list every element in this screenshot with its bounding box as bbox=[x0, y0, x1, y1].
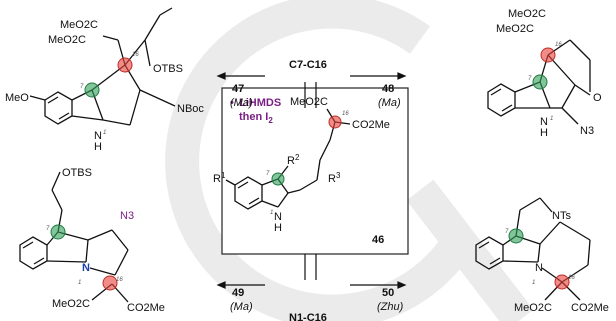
bl-n: N bbox=[82, 262, 90, 274]
bl-otbs: OTBS bbox=[62, 167, 92, 179]
center-loc16: 16 bbox=[342, 111, 349, 117]
route-top-right-author: (Ma) bbox=[378, 97, 401, 109]
bl-co2me: CO2Me bbox=[127, 302, 165, 314]
route-bottom-right-num: 50 bbox=[382, 287, 394, 299]
route-top-right-num: 48 bbox=[382, 83, 394, 95]
route-bottom-left-num: 49 bbox=[232, 287, 244, 299]
bl-loc16: 16 bbox=[116, 277, 123, 283]
br-nts: NTs bbox=[552, 210, 571, 222]
route-top-left-num: 47 bbox=[232, 83, 244, 95]
reagent-line1: LiHMDS bbox=[239, 97, 281, 109]
br-marker-c7 bbox=[508, 228, 524, 244]
center-nh: N bbox=[274, 211, 282, 223]
tl-nh: N bbox=[94, 130, 102, 142]
center-compound-number: 46 bbox=[372, 234, 384, 246]
br-loc7: 7 bbox=[505, 229, 509, 235]
bottom-arrows bbox=[216, 254, 407, 289]
tl-meo: MeO bbox=[5, 92, 29, 104]
br-meo2c: MeO2C bbox=[514, 302, 552, 314]
bl-loc1: 1 bbox=[78, 280, 81, 286]
tl-loc7: 7 bbox=[80, 84, 84, 90]
center-loc1: 1 bbox=[270, 210, 273, 216]
tr-loc7: 7 bbox=[528, 76, 532, 82]
tr-structure bbox=[487, 39, 591, 125]
tr-h: H bbox=[540, 127, 548, 139]
tl-loc16: 16 bbox=[132, 52, 139, 58]
tr-loc16: 16 bbox=[555, 42, 562, 48]
center-h: H bbox=[274, 222, 282, 234]
tr-o: O bbox=[593, 92, 602, 104]
tl-nboc: NBoc bbox=[177, 103, 204, 115]
center-box bbox=[221, 87, 409, 255]
center-r3: R3 bbox=[328, 171, 341, 185]
tl-marker-c7 bbox=[84, 82, 100, 98]
tl-marker-c16 bbox=[117, 57, 133, 73]
bl-n3: N3 bbox=[120, 210, 134, 222]
route-top-left-author: (Ma) bbox=[230, 97, 253, 109]
route-bottom-label: N1-C16 bbox=[289, 312, 327, 321]
tl-meo2c-b: MeO2C bbox=[48, 34, 86, 46]
br-loc1: 1 bbox=[532, 280, 535, 286]
tl-otbs: OTBS bbox=[153, 63, 183, 75]
route-bottom-left-author: (Ma) bbox=[230, 301, 253, 313]
center-marker-c16 bbox=[328, 115, 342, 129]
bl-meo2c: MeO2C bbox=[52, 298, 90, 310]
reagent-line2: then I2 bbox=[239, 111, 273, 125]
center-marker-c7 bbox=[271, 172, 285, 186]
tl-meo2c-a: MeO2C bbox=[60, 19, 98, 31]
br-co2me: CO2Me bbox=[571, 302, 609, 314]
center-r1: R1 bbox=[213, 171, 226, 185]
center-co2me: CO2Me bbox=[352, 119, 390, 131]
bl-marker-c16 bbox=[102, 275, 118, 291]
tr-marker-c7 bbox=[532, 74, 548, 90]
route-bottom-right-author: (Zhu) bbox=[377, 301, 404, 313]
tr-marker-c16 bbox=[540, 47, 556, 63]
center-structure bbox=[225, 108, 351, 210]
tr-meo2c-b: MeO2C bbox=[496, 23, 534, 35]
top-arrows bbox=[216, 72, 407, 108]
route-top-label: C7-C16 bbox=[289, 59, 327, 71]
br-marker-c16 bbox=[554, 274, 570, 290]
watermark bbox=[165, 0, 534, 321]
tr-meo2c-a: MeO2C bbox=[508, 8, 546, 20]
br-loc16: 16 bbox=[568, 275, 575, 281]
bl-marker-c7 bbox=[50, 224, 66, 240]
center-meo2c: MeO2C bbox=[290, 96, 328, 108]
tl-loc1: 1 bbox=[103, 130, 106, 136]
br-n: N bbox=[535, 262, 543, 274]
bl-loc7: 7 bbox=[46, 226, 50, 232]
tl-h: H bbox=[94, 141, 102, 153]
center-loc7: 7 bbox=[266, 171, 270, 177]
tr-loc1: 1 bbox=[550, 116, 553, 122]
reagent-bullet: • bbox=[230, 97, 234, 109]
center-r2: R2 bbox=[287, 153, 300, 167]
tr-n3: N3 bbox=[580, 125, 594, 137]
tr-nh: N bbox=[540, 116, 548, 128]
